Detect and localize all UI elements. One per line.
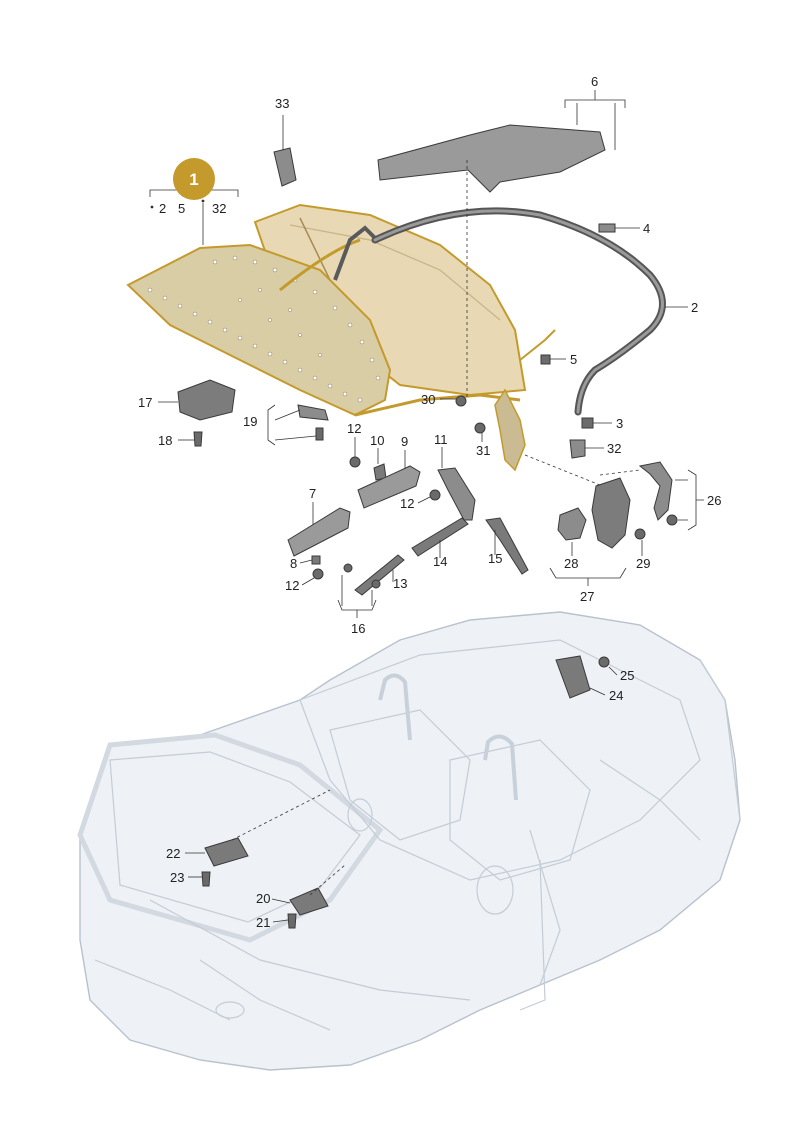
callout-12-b: 12	[400, 496, 414, 511]
callout-7: 7	[309, 486, 316, 501]
leader-lines	[149, 90, 704, 923]
callout-30: 30	[421, 392, 435, 407]
part-9-trim[interactable]	[357, 465, 421, 509]
callout-22: 22	[166, 846, 180, 861]
part-23-bolt[interactable]	[201, 871, 211, 887]
callout-17: 17	[138, 395, 152, 410]
callout-25: 25	[620, 668, 634, 683]
callout-32: 32	[607, 441, 621, 456]
part-33-label-plate[interactable]	[273, 147, 297, 187]
part-12-screw-a[interactable]	[349, 456, 361, 468]
part-12-screw-b[interactable]	[429, 489, 441, 501]
callout-33: 33	[275, 96, 289, 111]
part-31-screw[interactable]	[474, 422, 486, 434]
callout-16: 16	[351, 621, 365, 636]
callout-11: 11	[434, 432, 448, 447]
part-19-bracket[interactable]	[297, 404, 329, 421]
part-8-clip[interactable]	[311, 555, 321, 565]
callout-9: 9	[401, 434, 408, 449]
callout-10: 10	[370, 433, 384, 448]
callout-6: 6	[591, 74, 598, 89]
callout-3: 3	[616, 416, 623, 431]
part-32-bracket[interactable]	[569, 439, 586, 459]
part-6-tonneau-cover[interactable]	[377, 124, 606, 193]
part-20-bracket[interactable]	[289, 887, 329, 916]
soft-top-assembly[interactable]	[126, 203, 556, 472]
callout-29: 29	[636, 556, 650, 571]
part-5-clip[interactable]	[540, 354, 551, 365]
callout-12-c: 12	[285, 578, 299, 593]
part-28-cover[interactable]	[557, 507, 587, 541]
callout-2: 2	[691, 300, 698, 315]
callout-31: 31	[476, 443, 490, 458]
callout-26: 26	[707, 493, 721, 508]
callout-23: 23	[170, 870, 184, 885]
callout-18: 18	[158, 433, 172, 448]
callout-5: 5	[570, 352, 577, 367]
callout-27: 27	[580, 589, 594, 604]
part-4-clip[interactable]	[598, 223, 616, 233]
callout-20: 20	[256, 891, 270, 906]
badge-group-label-5: 5	[178, 201, 185, 216]
badge-group-label-32: 32	[212, 201, 226, 216]
part-30-screw[interactable]	[455, 395, 467, 407]
callout-24: 24	[609, 688, 623, 703]
callout-13: 13	[393, 576, 407, 591]
part-25-screw[interactable]	[598, 656, 610, 668]
part-29-screw[interactable]	[634, 528, 646, 540]
part-12-screw-c[interactable]	[312, 568, 324, 580]
car-body-illustration	[77, 611, 741, 1071]
part-14-strip[interactable]	[411, 517, 469, 557]
callout-4: 4	[643, 221, 650, 236]
callout-21: 21	[256, 915, 270, 930]
callout-labels: 33 6 4 2 5 3 32 30 31 17 18 19 12 10 9 1…	[138, 74, 721, 930]
callout-14: 14	[433, 554, 447, 569]
part-24-bracket[interactable]	[555, 655, 591, 699]
part-15-bracket[interactable]	[485, 517, 529, 575]
callout-15: 15	[488, 551, 502, 566]
badge-circle	[173, 158, 215, 200]
callout-28: 28	[564, 556, 578, 571]
part-18-bolt[interactable]	[193, 431, 203, 447]
main-part-badge[interactable]: 1	[173, 158, 215, 200]
part-22-lock[interactable]	[204, 837, 249, 867]
part-21-bolt[interactable]	[287, 913, 297, 929]
callout-12-a: 12	[347, 421, 361, 436]
part-13-strip[interactable]	[354, 554, 405, 596]
part-3-clip[interactable]	[581, 417, 594, 429]
part-7-trim[interactable]	[287, 507, 351, 557]
badge-group-label-2: 2	[159, 201, 166, 216]
part-17-hydraulic-unit[interactable]	[177, 379, 236, 421]
part-11-trim[interactable]	[437, 467, 476, 521]
callout-8: 8	[290, 556, 297, 571]
callout-19: 19	[243, 414, 257, 429]
badge-label: 1	[189, 170, 198, 189]
part-27-drive-unit[interactable]	[591, 477, 631, 549]
part-26-gear-segment[interactable]	[638, 461, 673, 521]
